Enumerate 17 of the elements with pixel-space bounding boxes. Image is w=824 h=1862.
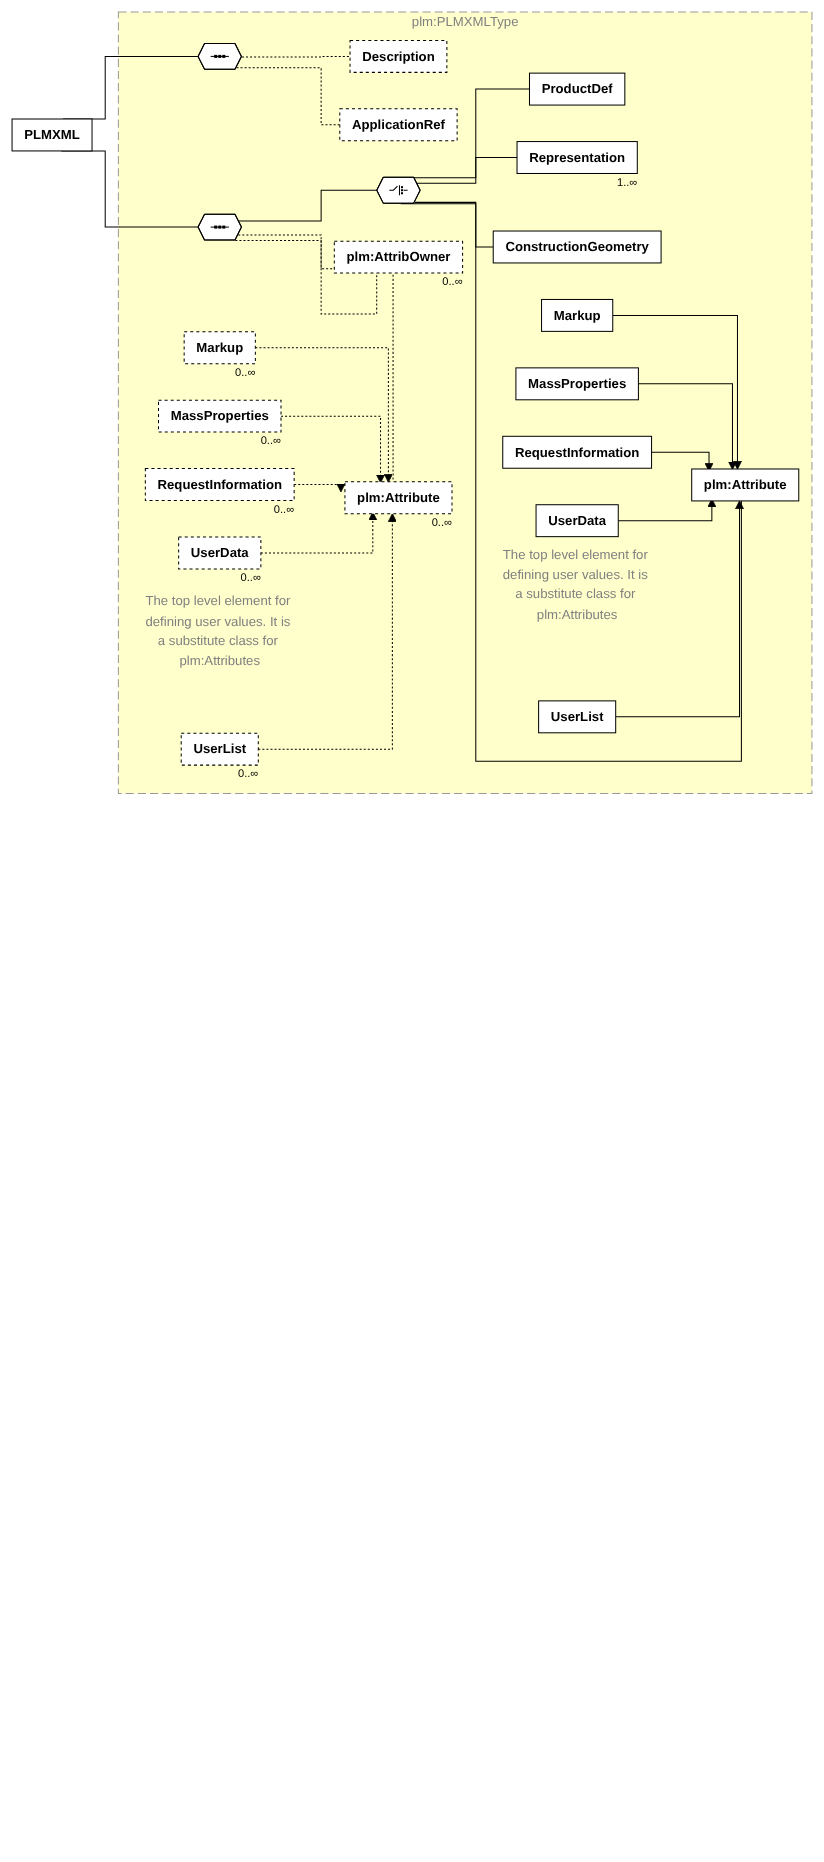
arrow [293, 483, 346, 493]
arrow [612, 314, 742, 470]
arrow [637, 383, 737, 471]
connector [235, 67, 341, 126]
arrow [617, 498, 717, 522]
connector [241, 55, 351, 58]
arrow [260, 511, 378, 554]
arrow [254, 347, 393, 483]
arrow [280, 415, 385, 484]
connector [237, 234, 394, 483]
arrow [651, 451, 714, 472]
arrow [615, 500, 744, 718]
connector [238, 189, 378, 222]
connector [414, 201, 494, 248]
arrow [257, 513, 397, 750]
connector [234, 240, 378, 315]
connector [416, 157, 518, 184]
